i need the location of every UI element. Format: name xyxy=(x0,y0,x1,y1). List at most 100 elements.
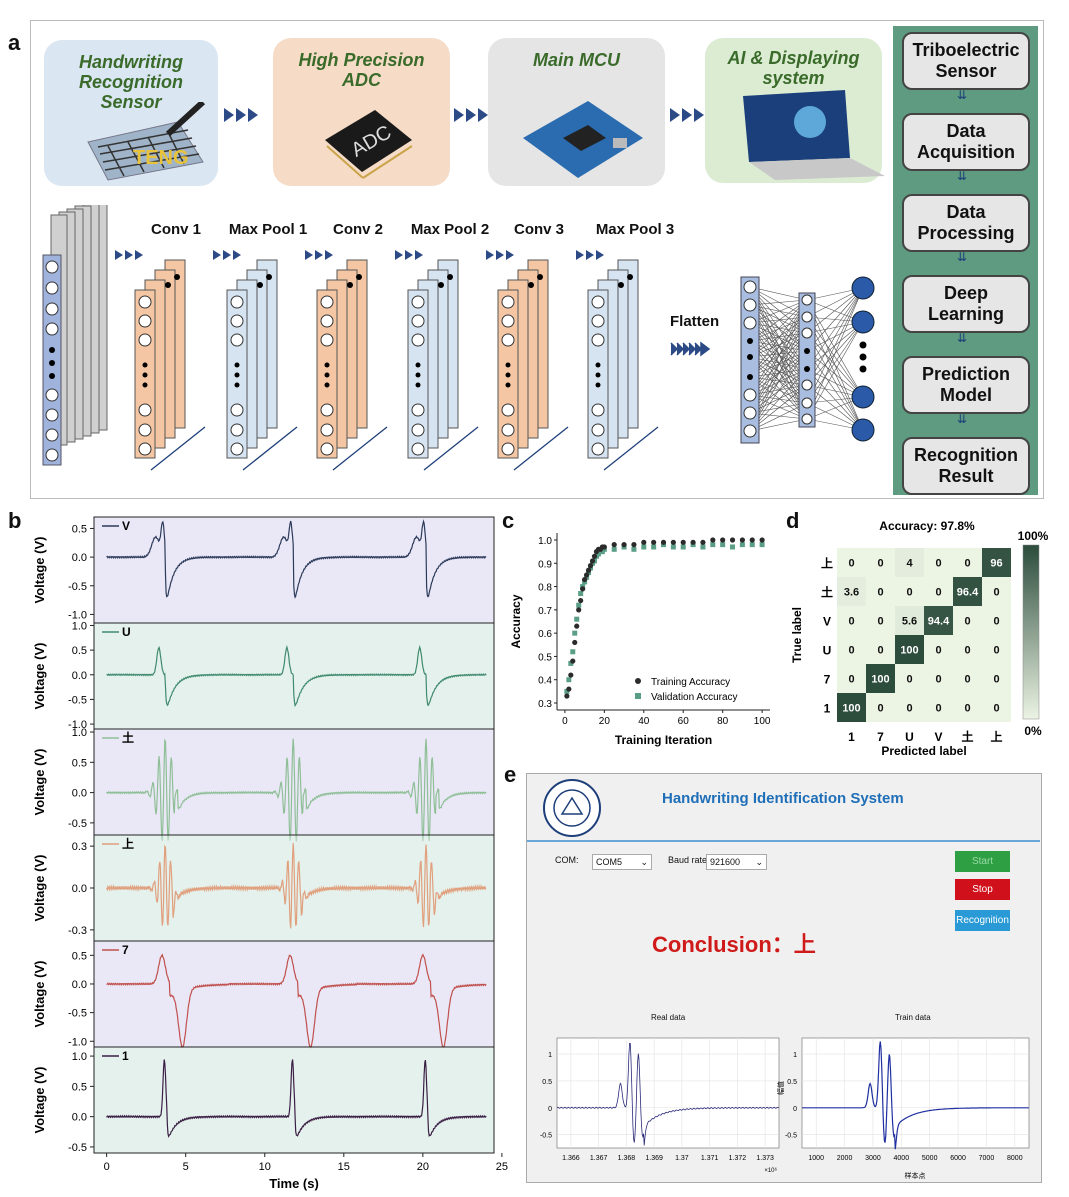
neuron xyxy=(411,333,425,347)
output-neuron xyxy=(851,418,875,442)
matrix-cell-value: 0 xyxy=(935,587,941,599)
neuron xyxy=(591,295,605,309)
conclusion-text: Conclusion：上 xyxy=(652,932,816,957)
teng-sensor-icon: TENG xyxy=(87,102,206,181)
y-tick-label: 1 xyxy=(548,1052,552,1059)
baud-label: Baud rate: xyxy=(668,855,710,865)
x-tick-label: 20 xyxy=(417,1161,429,1173)
y-tick-label: 0.0 xyxy=(72,670,87,682)
neuron xyxy=(743,388,757,402)
x-tick-label: 40 xyxy=(638,716,650,727)
dot xyxy=(347,282,353,288)
plot-background xyxy=(94,623,494,729)
training-point xyxy=(564,693,570,699)
train-data-plot xyxy=(801,1037,1030,1149)
matrix-cell-value: 0 xyxy=(877,645,883,657)
depth-arrow xyxy=(423,426,479,471)
y-tick-label: 1 xyxy=(793,1052,797,1059)
depth-arrow xyxy=(603,426,659,471)
neuron xyxy=(411,295,425,309)
mcu-board-icon xyxy=(523,101,643,178)
x-tick-label: 1.367 xyxy=(590,1155,608,1162)
connection xyxy=(806,287,864,334)
colorbar-max-label: 100% xyxy=(1018,529,1049,543)
y-tick-label: 上 xyxy=(821,556,833,571)
y-tick-label: 0.5 xyxy=(72,1081,87,1093)
matrix-cell xyxy=(837,693,866,722)
matrix-cell-value: 0 xyxy=(848,674,854,686)
dot xyxy=(537,274,543,280)
connection xyxy=(806,299,864,398)
stop-button[interactable]: Stop xyxy=(955,879,1010,900)
voltage-trace xyxy=(106,953,487,1049)
x-tick-label: U xyxy=(905,730,914,744)
ai-title: AI & Displaying system xyxy=(727,48,860,88)
matrix-cell xyxy=(953,577,982,606)
y-tick-label: 0.0 xyxy=(72,979,87,991)
matrix-cell xyxy=(982,577,1011,606)
x-tick-label: 8000 xyxy=(1007,1155,1023,1162)
baud-select[interactable]: 921600⌄ xyxy=(706,854,767,870)
training-point xyxy=(631,542,637,548)
start-button[interactable]: Start xyxy=(955,851,1010,872)
panel-a-frame xyxy=(30,20,1044,499)
x-axis-label: Predicted label xyxy=(881,744,966,758)
x-axis-label: Training Iteration xyxy=(615,733,712,747)
matrix-cell-value: 0 xyxy=(906,587,912,599)
x-tick-label: 0 xyxy=(104,1161,110,1173)
matrix-cell xyxy=(924,548,953,577)
y-axis-label: Voltage (V) xyxy=(32,643,47,710)
matrix-cell-value: 0 xyxy=(993,703,999,715)
dot xyxy=(415,362,421,368)
adc-title: High Precision ADC xyxy=(298,50,425,90)
connection xyxy=(806,384,864,431)
y-tick-label: 1.0 xyxy=(538,536,552,547)
dot xyxy=(324,372,330,378)
neuron xyxy=(411,403,425,417)
neuron xyxy=(230,333,244,347)
y-axis-label: Voltage (V) xyxy=(32,961,47,1028)
connection xyxy=(806,332,864,431)
y-tick-label: 0.0 xyxy=(72,883,87,895)
y-axis-label: Voltage (V) xyxy=(32,537,47,604)
output-neuron xyxy=(851,310,875,334)
training-point xyxy=(580,586,586,592)
matrix-cell-value: 0 xyxy=(935,558,941,570)
matrix-cell-value: 0 xyxy=(906,703,912,715)
depth-arrow xyxy=(150,426,206,471)
training-point xyxy=(680,539,686,545)
dot xyxy=(505,372,511,378)
neuron xyxy=(501,403,515,417)
recognition-button[interactable]: Recognition xyxy=(955,910,1010,931)
dot xyxy=(142,382,148,388)
matrix-cell xyxy=(924,664,953,693)
dot xyxy=(595,362,601,368)
com-select[interactable]: COM5⌄ xyxy=(592,854,652,870)
x-exponent-label: ×10⁶ xyxy=(764,1167,777,1174)
connection xyxy=(806,321,864,404)
neuron xyxy=(591,423,605,437)
y-tick-label: 1.0 xyxy=(72,727,87,739)
dot xyxy=(165,282,171,288)
neuron xyxy=(320,442,334,456)
neuron xyxy=(801,294,813,306)
y-tick-label: 0.3 xyxy=(538,699,552,710)
validation-point xyxy=(749,542,755,548)
neuron xyxy=(320,295,334,309)
training-point xyxy=(739,537,745,543)
cnn-diagram xyxy=(42,205,875,471)
training-point xyxy=(611,542,617,548)
training-point xyxy=(651,539,657,545)
sensor-box: Handwriting Recognition Sensor TENG xyxy=(44,40,218,186)
training-point xyxy=(710,537,716,543)
x-tick-label: 1.366 xyxy=(562,1155,580,1162)
panel-label-e: e xyxy=(504,762,517,787)
y-tick-label: U xyxy=(823,644,832,658)
neuron xyxy=(591,314,605,328)
arrow-icon xyxy=(670,108,704,122)
dot xyxy=(324,382,330,388)
legend-label: 土 xyxy=(122,730,134,745)
neuron xyxy=(743,298,757,312)
